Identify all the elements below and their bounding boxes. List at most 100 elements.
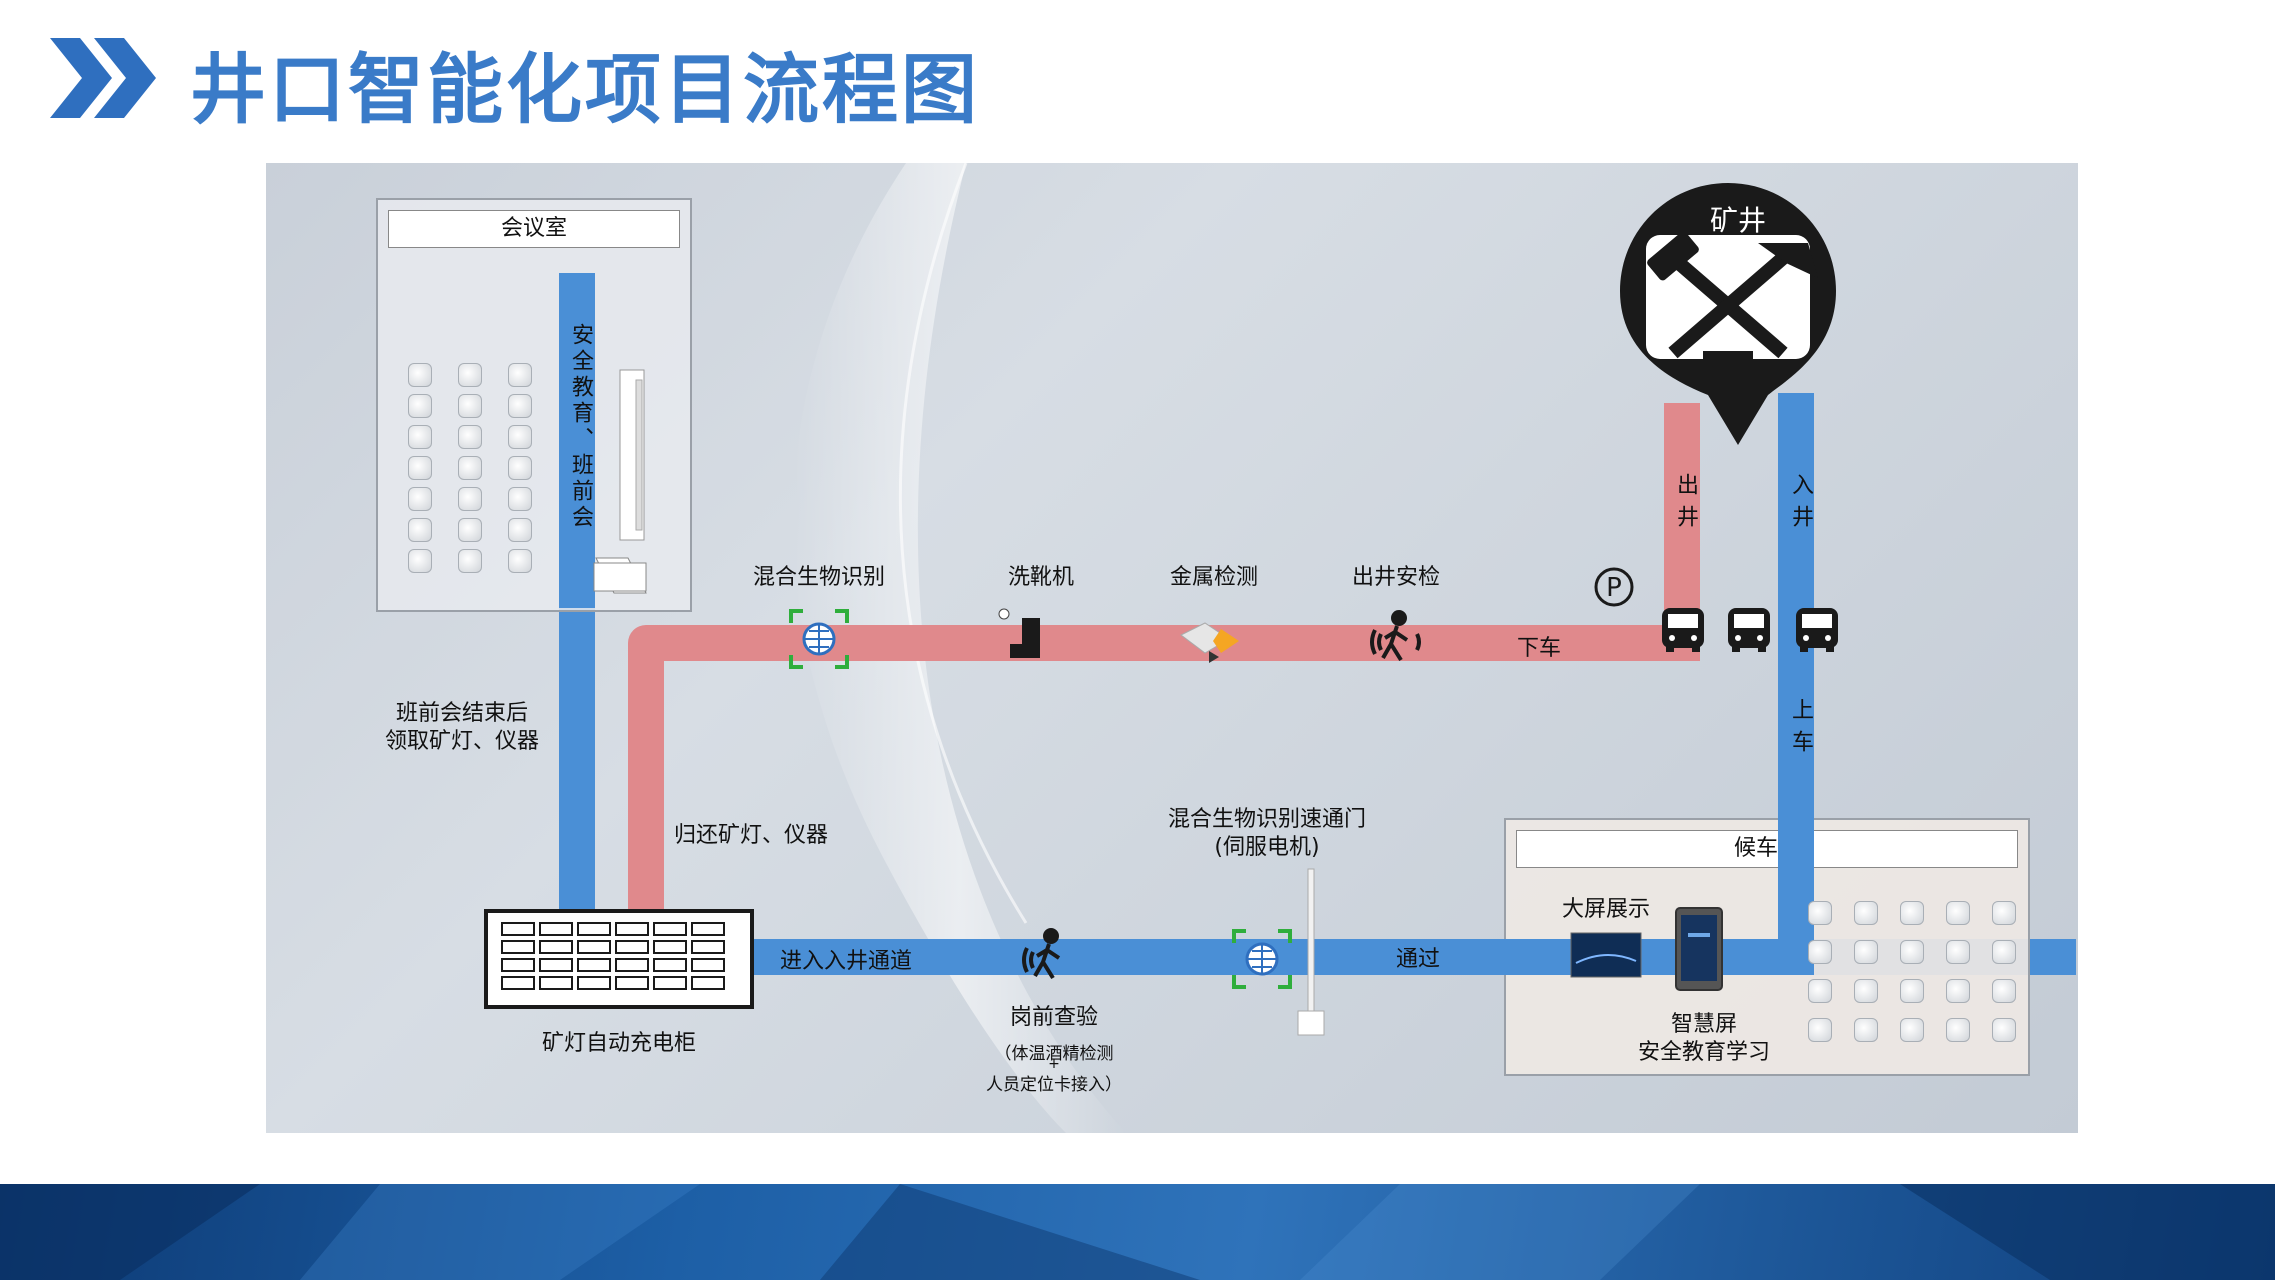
bus-icon (1796, 608, 1838, 652)
boot-wash-icon (998, 608, 1040, 658)
meeting-seat (508, 394, 532, 418)
return-lamp-label: 归还矿灯、仪器 (674, 823, 829, 848)
meeting-seat (408, 363, 432, 387)
charger-label: 矿灯自动充电柜 (541, 1031, 697, 1056)
gate-label-1: 混合生物识别速通门 (1167, 807, 1367, 832)
waiting-seat (1992, 979, 2016, 1003)
after-meeting-label-1: 班前会结束后 (395, 701, 529, 726)
post-check-walker-icon (1022, 928, 1061, 980)
waiting-seat (1900, 979, 1924, 1003)
walking-person-icon (1370, 610, 1421, 662)
meeting-seat (458, 363, 482, 387)
bus-icon (1662, 608, 1704, 652)
waiting-seat (1900, 1018, 1924, 1042)
biometric-scanner-icon (789, 609, 849, 669)
charger-slot (539, 940, 573, 954)
charger-slot (615, 958, 649, 972)
charger-slot (501, 940, 535, 954)
get-off-label: 下车 (1516, 636, 1562, 661)
meeting-seat (508, 363, 532, 387)
waiting-seat (1992, 901, 2016, 925)
waiting-seat (1854, 901, 1878, 925)
meeting-seat (458, 425, 482, 449)
meeting-seat (408, 456, 432, 480)
enter-well-label: 入井 (1788, 473, 1813, 537)
smart-screen-icon (1675, 907, 1723, 991)
charger-slot (539, 976, 573, 990)
big-screen-icon (1570, 932, 1642, 978)
meeting-seat (408, 487, 432, 511)
enter-channel-label: 进入入井通道 (780, 949, 913, 974)
boot-wash-label: 洗靴机 (1007, 565, 1075, 590)
charger-slot (577, 976, 611, 990)
waiting-seat (1946, 940, 1970, 964)
waiting-seat (1900, 940, 1924, 964)
metal-detect-label: 金属检测 (1169, 565, 1259, 590)
meeting-seat (408, 549, 432, 573)
waiting-seat (1992, 1018, 2016, 1042)
smart-screen-label-2: 安全教育学习 (1637, 1040, 1771, 1065)
get-on-label: 上车 (1788, 698, 1813, 762)
charger-slot (691, 976, 725, 990)
charger-slot (691, 958, 725, 972)
meeting-seat (508, 549, 532, 573)
after-meeting-label-2: 领取矿灯、仪器 (384, 729, 540, 754)
charger-slot (653, 922, 687, 936)
gate-scanner-icon (1232, 929, 1292, 989)
parking-icon: P (1594, 567, 1634, 607)
waiting-seat (1808, 979, 1832, 1003)
charger-slot (653, 958, 687, 972)
waiting-seat (1854, 1018, 1878, 1042)
meeting-seat (508, 456, 532, 480)
meeting-seat (458, 456, 482, 480)
waiting-seat (1992, 940, 2016, 964)
mine-label: 矿井 (1709, 204, 1767, 237)
meeting-seat (508, 425, 532, 449)
charger-slot (691, 922, 725, 936)
gate-label-2: (伺服电机) (1214, 835, 1320, 860)
post-check-label: 岗前查验 (1009, 1005, 1099, 1030)
post-check-sub2: 人员定位卡接入） (986, 1075, 1122, 1095)
charger-slot (691, 940, 725, 954)
charger-slot (577, 940, 611, 954)
charger-slot (615, 940, 649, 954)
lamp-charger-cabinet (484, 909, 754, 1009)
meeting-seat (458, 518, 482, 542)
charger-slot (577, 958, 611, 972)
waiting-seat (1808, 940, 1832, 964)
charger-slot (539, 922, 573, 936)
charger-slot (653, 976, 687, 990)
charger-slot (501, 922, 535, 936)
charger-slot (501, 976, 535, 990)
exit-well-label: 出井 (1673, 473, 1698, 537)
crossed-hammers-icon (1647, 231, 1818, 369)
waiting-seat (1946, 901, 1970, 925)
post-check-plus: + (1048, 1056, 1060, 1072)
meeting-seat (458, 394, 482, 418)
mine-marker (1620, 183, 1836, 445)
exit-check-label: 出井安检 (1351, 565, 1441, 590)
background-swoosh (793, 163, 1126, 1133)
meeting-room-title: 会议室 (388, 210, 680, 248)
charger-slot (501, 958, 535, 972)
charger-slot (615, 976, 649, 990)
meeting-seat (408, 518, 432, 542)
double-chevron-icon (50, 38, 156, 118)
charger-slot (577, 922, 611, 936)
waiting-seat (1854, 979, 1878, 1003)
charger-slot (653, 940, 687, 954)
flow-diagram: 会议室 安全教育、班前会 矿井 混合生物识别 洗靴机 金属检测 出井安检 下车 … (266, 163, 2078, 1133)
post-check-sub1: （体温酒精检测 (994, 1044, 1114, 1064)
meeting-seat (458, 549, 482, 573)
slide-title: 井口智能化项目流程图 (190, 45, 980, 134)
metal-detector-icon (1180, 622, 1239, 663)
footer-band (0, 1184, 2275, 1280)
big-screen-label: 大屏展示 (1561, 897, 1651, 922)
meeting-vertical-label: 安全教育、班前会 (568, 323, 593, 531)
waiting-seat (1854, 940, 1878, 964)
charger-slot (539, 958, 573, 972)
bio-id-label: 混合生物识别 (752, 565, 886, 590)
waiting-seat (1946, 979, 1970, 1003)
path-exit-red (628, 625, 1686, 923)
waiting-seat (1946, 1018, 1970, 1042)
